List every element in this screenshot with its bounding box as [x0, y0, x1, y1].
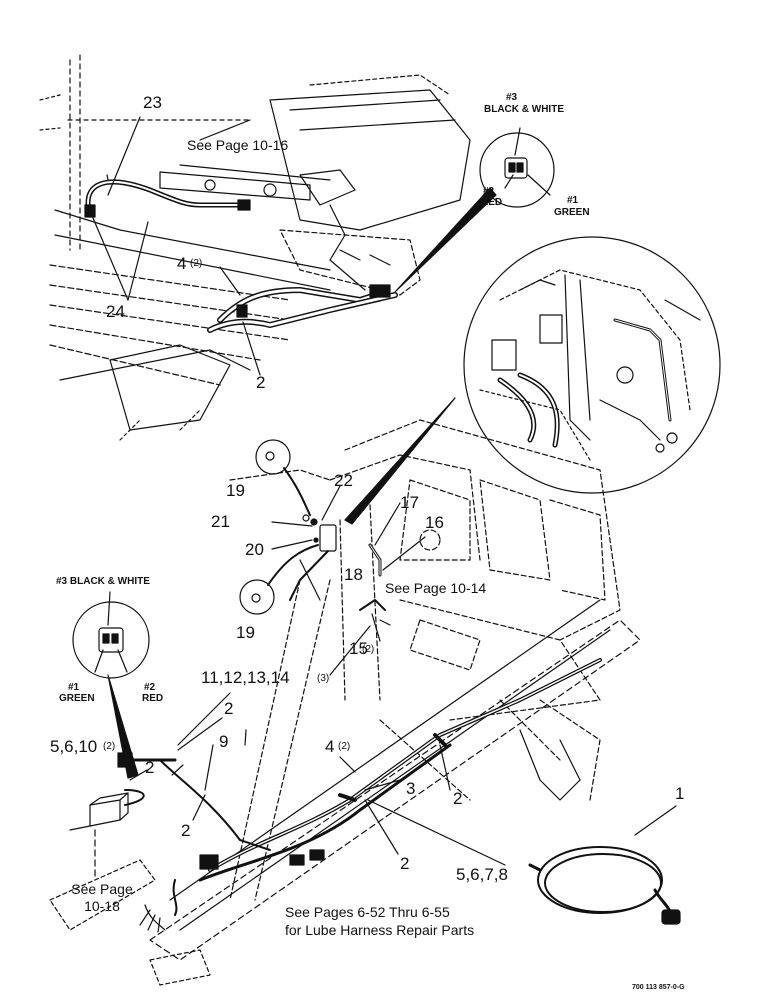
- callout-2-lower-e: 2: [400, 854, 410, 873]
- callout-2-lower-b: 2: [145, 758, 155, 777]
- detail-bubble-19-upper: [255, 439, 311, 516]
- connector-detail-left: [72, 591, 150, 779]
- callout-2-lower-a: 2: [224, 699, 234, 718]
- note-lube-harness-line2: for Lube Harness Repair Parts: [285, 922, 475, 938]
- callout-19-lower: 19: [236, 623, 255, 642]
- pin1-label-top: #1: [567, 195, 579, 206]
- pin2-color-left: RED: [142, 693, 164, 704]
- callout-19-upper: 19: [226, 481, 245, 500]
- callout-9: 9: [219, 732, 229, 751]
- callout-24: 24: [106, 302, 125, 321]
- note-see-page-10-16: See Page 10-16: [187, 137, 289, 153]
- junction-box: [49, 792, 156, 931]
- upper-frame-drawing: [39, 54, 497, 441]
- callout-2-upper: 2: [256, 373, 266, 392]
- main-harness: [117, 658, 602, 933]
- callout-20: 20: [245, 540, 264, 559]
- callout-3: 3: [406, 779, 416, 798]
- pin3-color-top: BLACK & WHITE: [484, 104, 564, 115]
- pin1-label-left: #1: [68, 682, 80, 693]
- callout-23: 23: [143, 93, 162, 112]
- callout-18: 18: [344, 565, 363, 584]
- pin2-color-top: RED: [481, 197, 503, 208]
- callout-4-upper: 4: [177, 254, 187, 273]
- callout-15: 15: [349, 639, 368, 658]
- callout-2-lower-d: 2: [453, 789, 463, 808]
- callout-5-6-10: 5,6,10: [50, 737, 98, 756]
- note-see-page-10-14: See Page 10-14: [385, 580, 487, 596]
- leader-lines: [92, 116, 677, 866]
- callout-21: 21: [211, 512, 230, 531]
- pin1-color-top: GREEN: [554, 207, 590, 218]
- callout-15-qty: (2): [362, 644, 375, 655]
- pin2-label-top: #2: [483, 186, 495, 197]
- callout-11-14: 11,12,13,14: [201, 668, 290, 687]
- chassis-drawing: [229, 419, 621, 901]
- note-lube-harness-line1: See Pages 6-52 Thru 6-55: [285, 904, 450, 920]
- callout-5-6-7-8: 5,6,7,8: [456, 865, 508, 884]
- pin1-color-left: GREEN: [59, 693, 95, 704]
- drawing-code: 700 113 857-0-G: [632, 984, 685, 991]
- callout-4-lower-qty: (2): [338, 741, 351, 752]
- drawbar-drawing: [149, 599, 641, 986]
- callout-11-14-qty: (3): [317, 673, 330, 684]
- sensor-assembly: [289, 514, 391, 626]
- callout-2-lower-c: 2: [181, 821, 191, 840]
- callout-1: 1: [675, 784, 685, 803]
- callout-22: 22: [334, 471, 353, 490]
- pin3-label-left: #3 BLACK & WHITE: [56, 576, 150, 587]
- note-see-page-10-18-line2: 10-18: [84, 898, 120, 914]
- callout-5-6-10-qty: (2): [103, 741, 116, 752]
- extension-cable: [528, 846, 681, 925]
- callout-17: 17: [400, 493, 419, 512]
- note-see-page-10-18-line1: See Page: [71, 881, 133, 897]
- detail-bubble-19-lower: [239, 544, 319, 615]
- callout-16: 16: [425, 513, 444, 532]
- pin2-label-left: #2: [144, 682, 156, 693]
- pin3-label-top: #3: [506, 92, 518, 103]
- callout-4-upper-qty: (2): [190, 258, 203, 269]
- connector-detail-top: [479, 127, 555, 208]
- callout-4-lower: 4: [325, 737, 335, 756]
- valve-detail-circle: [344, 236, 721, 525]
